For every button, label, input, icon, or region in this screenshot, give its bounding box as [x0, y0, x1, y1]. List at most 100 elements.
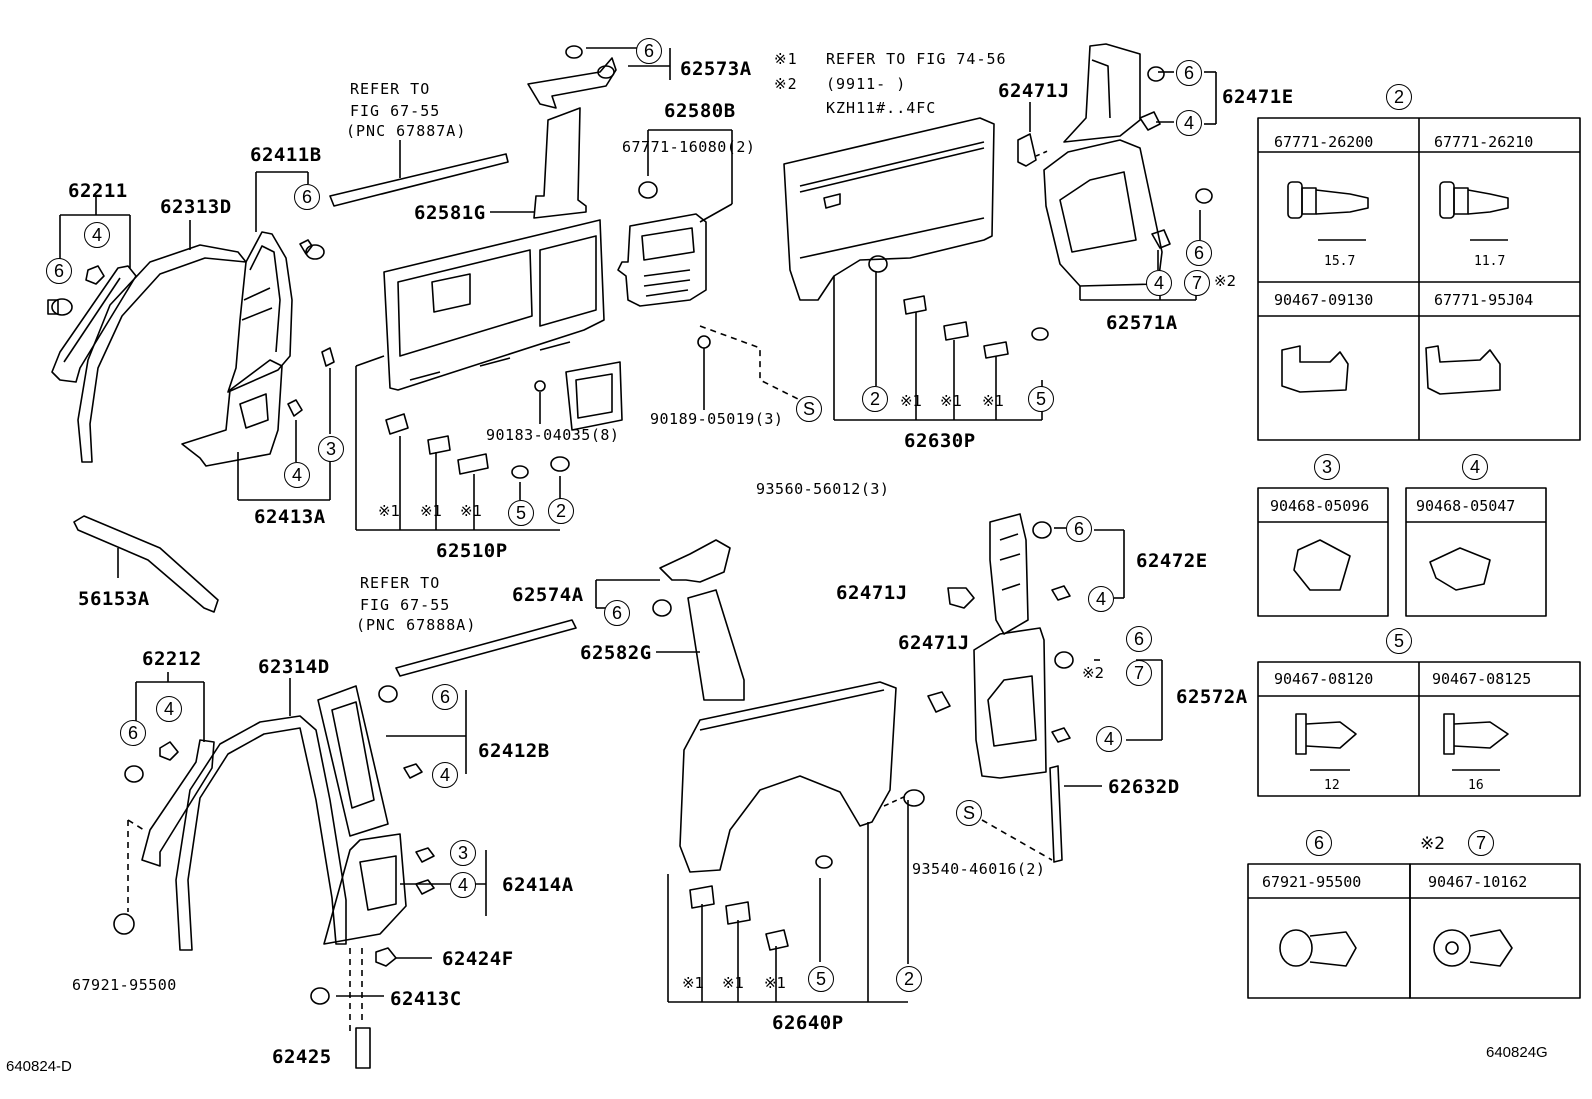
callout-star2: ※2: [1082, 664, 1105, 682]
callout-4: 4: [450, 872, 476, 898]
callout-4: 4: [284, 462, 310, 488]
callout-6: 6: [636, 38, 662, 64]
part-label-62472E: 62472E: [1136, 550, 1208, 572]
part-label-62574A: 62574A: [512, 584, 584, 606]
belt-molding-upper: [329, 153, 509, 207]
legend-3-number: 3: [1314, 454, 1340, 480]
part-62314D-shape: [175, 715, 347, 951]
clip-drawing: [868, 255, 1049, 359]
part-62572A-shape: [973, 627, 1163, 779]
callout-4: 4: [1096, 726, 1122, 752]
callout-6: 6: [120, 720, 146, 746]
callout-4: 4: [156, 696, 182, 722]
legend-2-dim-2: 11.7: [1474, 254, 1506, 269]
legend-2-cell-4: 67771-95J04: [1434, 291, 1534, 309]
note-1-mark: ※1: [774, 50, 798, 68]
part-62412B-shape: [317, 685, 467, 837]
part-label-62313D: 62313D: [160, 196, 232, 218]
part-label-67771-16080: 67771-16080(2): [622, 138, 756, 156]
callout-4: 4: [84, 222, 110, 248]
refer-upper-line3: (PNC 67887A): [346, 122, 467, 140]
part-62640P-shape: [667, 681, 909, 1003]
callout-star2: ※2: [1214, 272, 1237, 290]
callout-5: 5: [808, 966, 834, 992]
refer-upper-line1: REFER TO: [350, 80, 431, 98]
callout-2: 2: [548, 498, 574, 524]
note-2-model: KZH11#..4FC: [826, 99, 937, 117]
callout-4: 4: [432, 762, 458, 788]
callout-6: 6: [604, 600, 630, 626]
refer-upper-line2: FIG 67-55: [350, 102, 441, 120]
part-label-62412B: 62412B: [478, 740, 550, 762]
legend-5-number: 5: [1386, 628, 1412, 654]
callout-star1: ※1: [378, 502, 401, 520]
legend-7-mark: ※2: [1420, 834, 1446, 854]
legend-5-dim-2: 16: [1468, 778, 1484, 793]
clip-drawing: [47, 265, 105, 316]
fastener-drawing: [1281, 181, 1509, 395]
part-label-62573A: 62573A: [680, 58, 752, 80]
callout-6: 6: [432, 684, 458, 710]
refer-lower-line2: FIG 67-55: [360, 596, 451, 614]
clip-62413C: [310, 987, 330, 1005]
part-label-62212: 62212: [142, 648, 202, 670]
part-label-62414A: 62414A: [502, 874, 574, 896]
part-label-62632D: 62632D: [1108, 776, 1180, 798]
part-62581G-shape: [490, 107, 587, 219]
part-62510P-shape: [355, 219, 605, 531]
part-62471E-shape: [1063, 43, 1217, 143]
part-label-90183: 90183-04035(8): [486, 426, 620, 444]
part-label-62413A: 62413A: [254, 506, 326, 528]
fastener-drawing: [1295, 713, 1509, 771]
callout-4: 4: [1176, 110, 1202, 136]
belt-molding-lower: [395, 619, 577, 677]
callout-6: 6: [294, 184, 320, 210]
legend-3-cell: 90468-05096: [1270, 497, 1370, 515]
callout-star1: ※1: [900, 392, 923, 410]
part-label-62424F: 62424F: [442, 948, 514, 970]
part-label-62411B: 62411B: [250, 144, 322, 166]
part-label-62471J-upper: 62471J: [998, 80, 1070, 102]
part-62472E-shape: [989, 513, 1125, 635]
legend-grid-7: [1409, 863, 1581, 999]
legend-grid-2: [1257, 117, 1581, 441]
note-2-text: (9911- ): [826, 75, 907, 93]
legend-4-cell: 90468-05047: [1416, 497, 1516, 515]
part-label-93560: 93560-56012(3): [756, 480, 890, 498]
callout-2: 2: [896, 966, 922, 992]
callout-6: 6: [46, 258, 72, 284]
duct-small-shape: [565, 361, 623, 431]
legend-grid-4: [1405, 487, 1547, 617]
callout-6: 6: [1176, 60, 1202, 86]
legend-7-cell: 90467-10162: [1428, 873, 1528, 891]
callout-2: 2: [862, 386, 888, 412]
legend-7-number: 7: [1468, 830, 1494, 856]
part-label-62211: 62211: [68, 180, 128, 202]
part-label-62571A: 62571A: [1106, 312, 1178, 334]
part-62413A-shape: [181, 359, 331, 501]
clip-drawing: [689, 789, 925, 951]
diagram-code-left: 640824-D: [6, 1058, 72, 1075]
legend-6-number: 6: [1306, 830, 1332, 856]
callout-star1: ※1: [420, 502, 443, 520]
part-label-62471J-mid: 62471J: [836, 582, 908, 604]
part-label-62640P: 62640P: [772, 1012, 844, 1034]
callout-5: 5: [508, 500, 534, 526]
callout-6: 6: [1126, 626, 1152, 652]
part-label-62471J-lower: 62471J: [898, 632, 970, 654]
part-label-62314D: 62314D: [258, 656, 330, 678]
callout-7: 7: [1184, 270, 1210, 296]
callout-4: 4: [1146, 270, 1172, 296]
part-label-62510P: 62510P: [436, 540, 508, 562]
legend-2-number: 2: [1386, 84, 1412, 110]
part-label-62471E: 62471E: [1222, 86, 1294, 108]
legend-4-number: 4: [1462, 454, 1488, 480]
callout-star1: ※1: [764, 974, 787, 992]
part-56153A-shape: [73, 515, 219, 613]
callout-star1: ※1: [682, 974, 705, 992]
clip-drawing: [287, 239, 335, 417]
callout-4: 4: [1088, 586, 1114, 612]
callout-3: 3: [318, 436, 344, 462]
